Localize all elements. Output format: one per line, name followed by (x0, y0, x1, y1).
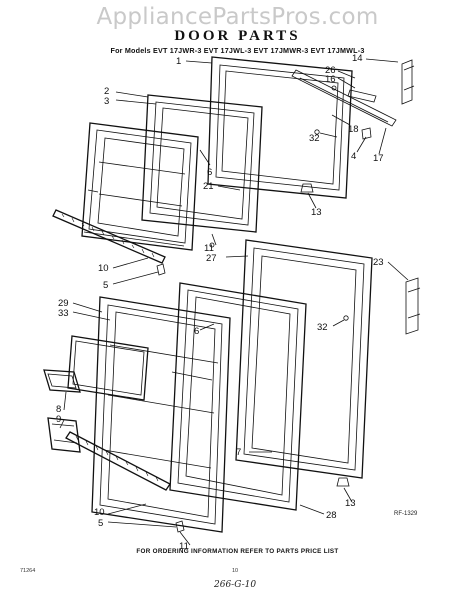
callout-8: 8 (56, 404, 61, 415)
callout-6-bottom: 6 (194, 326, 199, 337)
egg-bin-part (43, 369, 81, 393)
callout-11-top: 11 (204, 243, 214, 254)
callout-3: 3 (104, 96, 109, 107)
callout-33: 33 (58, 308, 69, 319)
model-list: For Models EVT 17JWR-3 EVT 17JWL-3 EVT 1… (110, 46, 365, 55)
callout-13-top: 13 (311, 207, 322, 218)
bottom-left-code: 71264 (20, 568, 36, 574)
freezer-door-liner-part (141, 94, 263, 233)
callout-29: 29 (58, 298, 69, 309)
door-shelf-bar-part (67, 335, 149, 401)
reference-code: RF-1329 (394, 511, 418, 517)
fresh-food-shelf-liner-part (91, 296, 231, 533)
callout-6-top: 6 (207, 167, 212, 178)
callout-2: 2 (104, 86, 109, 97)
diagram-title: DOOR PARTS (174, 28, 301, 44)
callout-28: 28 (326, 510, 337, 521)
callout-5-top: 5 (103, 280, 108, 291)
callout-11-bottom: 11 (179, 541, 189, 552)
ordering-note: FOR ORDERING INFORMATION REFER TO PARTS … (136, 548, 339, 555)
fresh-food-door-liner-part (169, 282, 307, 511)
callout-1: 1 (176, 56, 181, 67)
fresh-food-door-outer-part (235, 239, 373, 479)
lower-plugs (175, 315, 350, 533)
handwritten-note: 266-G-10 (214, 580, 257, 590)
callout-32-bottom: 32 (317, 322, 328, 333)
callout-10-bottom: 10 (94, 507, 105, 518)
callout-13-bottom: 13 (345, 498, 356, 509)
callout-32-top: 32 (309, 133, 320, 144)
freezer-trim-strip-part (52, 209, 166, 264)
callout-23: 23 (373, 257, 384, 268)
utility-bin-part (47, 417, 81, 453)
page-number: 10 (232, 568, 239, 574)
leader-lines (59, 58, 409, 546)
callout-5-bottom: 5 (98, 518, 103, 529)
fresh-food-trim-strip-part (65, 431, 171, 491)
callout-16: 16 (325, 74, 336, 85)
callout-14: 14 (352, 53, 363, 64)
callout-18: 18 (348, 124, 359, 135)
callout-9: 9 (56, 414, 61, 425)
freezer-door-shelf-part (81, 122, 199, 251)
callout-26: 26 (325, 65, 336, 76)
callout-17: 17 (373, 153, 384, 164)
callout-21: 21 (203, 181, 214, 192)
watermark: AppliancePartsPros.com (96, 4, 379, 30)
callout-labels: 1 2 3 14 26 16 32 18 4 17 6 21 13 11 27 … (56, 53, 384, 552)
callout-27: 27 (206, 253, 217, 264)
callout-4: 4 (351, 151, 356, 162)
upper-plugs (156, 129, 320, 276)
callout-10-top: 10 (98, 263, 109, 274)
lower-hinge-part (405, 277, 421, 335)
top-hinge-hardware (291, 59, 415, 140)
callout-7: 7 (236, 447, 241, 458)
